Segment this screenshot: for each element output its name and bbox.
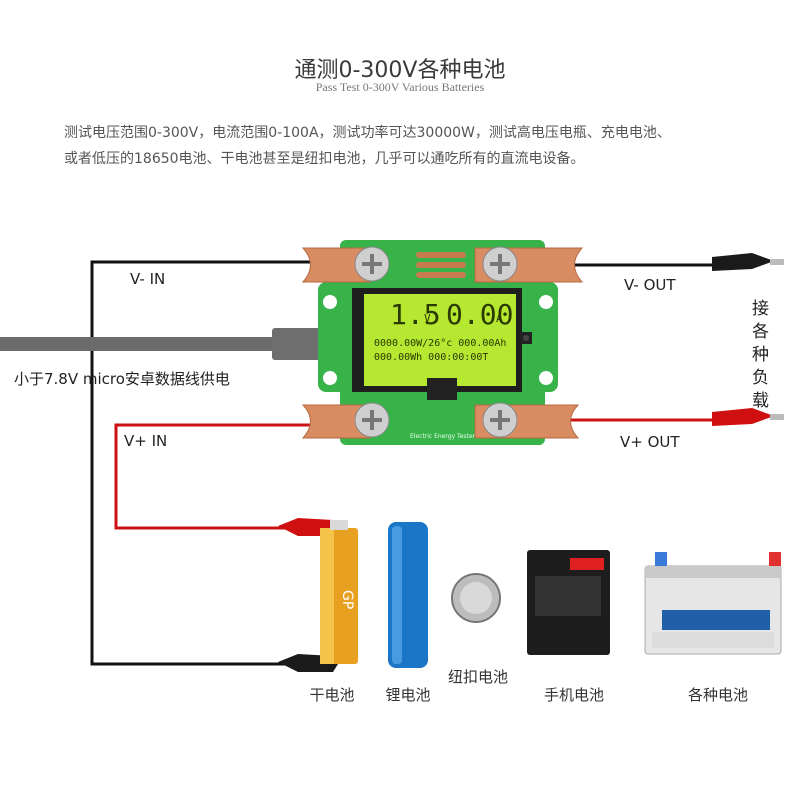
meter-module [301, 240, 584, 445]
coin-cell-icon [451, 573, 501, 623]
voltage-unit: V [424, 312, 431, 325]
clip-v-plus-out [712, 408, 784, 426]
current-readout: 0.00 [446, 298, 514, 331]
page-subtitle: Pass Test 0-300V Various Batteries [315, 80, 485, 94]
aa-battery-icon: GP [320, 520, 358, 664]
svg-text:GP: GP [339, 590, 355, 609]
screw-icon [354, 402, 390, 438]
battery-label: 纽扣电池 [447, 668, 508, 686]
phone-battery-icon [527, 550, 610, 655]
clip-v-minus-out [712, 253, 784, 271]
label-v-plus-in: V+ IN [124, 432, 168, 450]
board-label: Electric Energy Tester [410, 433, 476, 440]
screw-icon [354, 246, 390, 282]
page-title: 通测0-300V各种电池 [294, 58, 506, 83]
battery-label: 干电池 [309, 686, 355, 704]
battery-label: 各种电池 [687, 686, 748, 704]
description-line-1: 测试电压范围0-300V，电流范围0-100A，测试功率可达30000W，测试高… [64, 125, 671, 141]
car-battery-icon [644, 552, 782, 655]
label-v-minus-in: V- IN [130, 270, 166, 288]
voltage-readout: 1.5 [390, 298, 441, 331]
screw-icon [482, 246, 518, 282]
power-note: 小于7.8V micro安卓数据线供电 [14, 370, 230, 388]
lithium-battery-icon [388, 522, 428, 668]
battery-label: 手机电池 [543, 686, 604, 704]
current-unit: A [496, 312, 503, 325]
black-wire-in [90, 260, 330, 666]
screw-icon [482, 402, 518, 438]
energy-time-readout: 000.00Wh 000:00:00T [374, 352, 489, 363]
description-line-2: 或者低压的18650电池、干电池甚至是纽扣电池，几乎可以通吃所有的直流电设备。 [64, 151, 585, 167]
load-note: 接各种负载 [752, 299, 769, 411]
power-temp-readout: 0000.00W/26°c 000.00Ah [374, 338, 507, 349]
label-v-plus-out: V+ OUT [620, 433, 680, 451]
red-wire-in [114, 423, 330, 530]
battery-label: 锂电池 [385, 686, 431, 704]
label-v-minus-out: V- OUT [624, 276, 676, 294]
